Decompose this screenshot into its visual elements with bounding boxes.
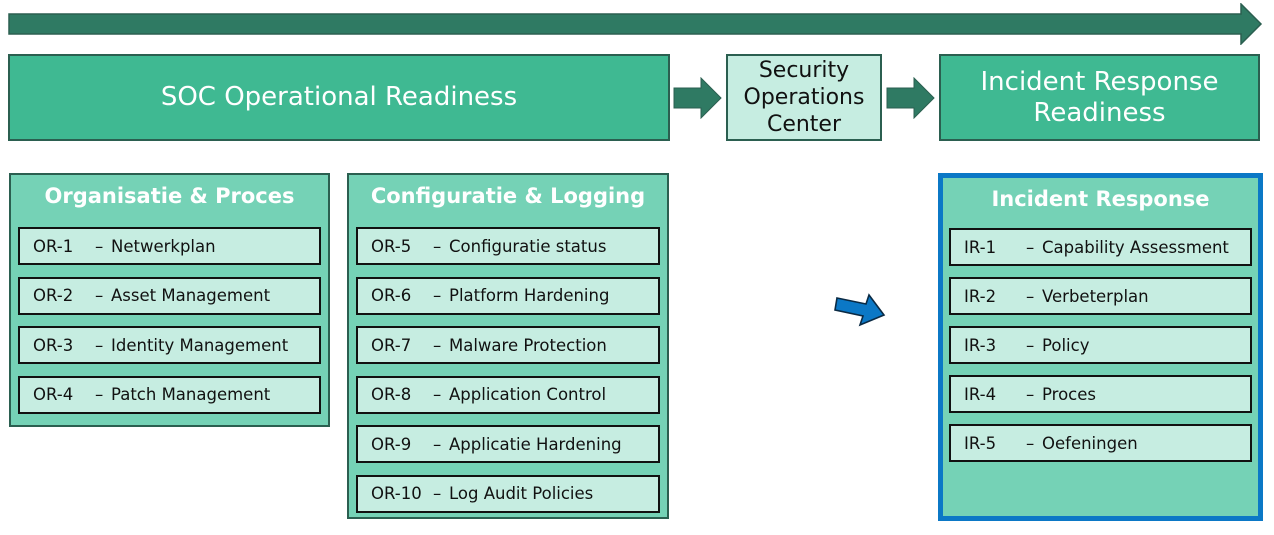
list-item: OR-7 –Malware Protection xyxy=(356,326,660,365)
group-configuratie-logging: Configuratie & Logging OR-5–Configuratie… xyxy=(347,173,669,519)
item-code: OR-2 xyxy=(33,286,74,306)
item-code: IR-5 xyxy=(964,433,997,453)
list-item: IR-5 –Oefeningen xyxy=(949,424,1252,462)
item-separator: – xyxy=(1026,335,1035,355)
item-label: Platform Hardening xyxy=(449,286,610,306)
phase-security-operations-center: Security Operations Center xyxy=(726,54,882,141)
phase-soc-operational-readiness: SOC Operational Readiness xyxy=(8,54,670,141)
item-label: Asset Management xyxy=(111,286,271,306)
group-incident-response: Incident Response IR-1–Capability Assess… xyxy=(938,173,1263,521)
item-list: OR-5–Configuratie status OR-6–Platform H… xyxy=(356,227,660,525)
item-code: OR-1 xyxy=(33,236,74,256)
phase-label-line: Operations xyxy=(743,85,865,110)
phase-label: SOC Operational Readiness xyxy=(160,82,518,112)
list-item: OR-8 –Application Control xyxy=(356,375,660,414)
item-code: IR-4 xyxy=(964,384,997,404)
item-separator: – xyxy=(95,335,104,355)
phase-label-line: Readiness xyxy=(1033,97,1166,128)
list-item: IR-4 –Proces xyxy=(949,375,1252,413)
item-code: IR-3 xyxy=(964,335,997,355)
item-code: OR-10 xyxy=(371,484,422,504)
group-title: Configuratie & Logging xyxy=(370,184,646,208)
item-label: Applicatie Hardening xyxy=(449,434,622,454)
list-item: IR-3 –Policy xyxy=(949,326,1252,364)
item-label: Oefeningen xyxy=(1042,433,1138,453)
item-label: Patch Management xyxy=(111,385,271,405)
list-item: OR-5 –Configuratie status xyxy=(356,227,660,265)
item-label: Netwerkplan xyxy=(111,236,216,256)
group-title: Organisatie & Proces xyxy=(44,184,295,208)
phase-label-line: Security xyxy=(758,58,850,83)
item-separator: – xyxy=(433,335,442,355)
item-separator: – xyxy=(433,286,442,306)
item-code: OR-7 xyxy=(371,335,412,355)
item-separator: – xyxy=(95,236,104,256)
item-label: Identity Management xyxy=(111,335,289,355)
item-code: OR-8 xyxy=(371,385,412,405)
flow-arrow-icon xyxy=(886,77,935,119)
item-separator: – xyxy=(1026,384,1035,404)
item-list: IR-1–Capability Assessment IR-2–Verbeter… xyxy=(949,228,1252,473)
list-item: IR-2 –Verbeterplan xyxy=(949,277,1252,315)
group-organisatie-proces: Organisatie & Proces OR-1–Netwerkplan OR… xyxy=(9,173,330,427)
item-separator: – xyxy=(433,236,442,256)
item-code: IR-2 xyxy=(964,286,997,306)
item-code: OR-4 xyxy=(33,385,74,405)
item-label: Configuratie status xyxy=(449,236,607,256)
item-label: Verbeterplan xyxy=(1042,286,1149,306)
item-label: Capability Assessment xyxy=(1042,237,1229,257)
item-separator: – xyxy=(433,434,442,454)
flow-arrow-icon xyxy=(673,77,722,119)
blue-right-arrow-icon xyxy=(834,293,886,327)
phase-label-line: Incident Response xyxy=(980,66,1219,97)
list-item: OR-6 –Platform Hardening xyxy=(356,276,660,315)
item-label: Application Control xyxy=(449,385,607,405)
item-label: Proces xyxy=(1042,384,1096,404)
item-separator: – xyxy=(1026,433,1035,453)
phase-incident-response-readiness: Incident Response Readiness xyxy=(939,54,1260,141)
item-separator: – xyxy=(95,385,104,405)
item-separator: – xyxy=(433,385,442,405)
item-code: OR-6 xyxy=(371,286,412,306)
item-code: OR-5 xyxy=(371,236,412,256)
item-separator: – xyxy=(1026,286,1035,306)
timeline-arrow-icon xyxy=(8,3,1263,45)
list-item: OR-3 –Identity Management xyxy=(18,326,321,365)
item-separator: – xyxy=(433,484,442,504)
list-item: OR-2 –Asset Management xyxy=(18,276,321,315)
item-list: OR-1–Netwerkplan OR-2–Asset Management O… xyxy=(18,227,321,425)
item-label: Log Audit Policies xyxy=(449,484,594,504)
item-code: OR-9 xyxy=(371,434,412,454)
list-item: OR-1 –Netwerkplan xyxy=(18,227,321,265)
list-item: OR-10–Log Audit Policies xyxy=(356,474,660,513)
item-label: Malware Protection xyxy=(449,335,607,355)
group-title: Incident Response xyxy=(991,187,1210,211)
list-item: OR-9 –Applicatie Hardening xyxy=(356,425,660,464)
item-separator: – xyxy=(1026,237,1035,257)
item-code: IR-1 xyxy=(964,237,997,257)
item-separator: – xyxy=(95,286,104,306)
item-label: Policy xyxy=(1042,335,1090,355)
list-item: IR-1 –Capability Assessment xyxy=(949,228,1252,266)
phase-label-line: Center xyxy=(766,112,842,137)
list-item: OR-4 –Patch Management xyxy=(18,375,321,414)
item-code: OR-3 xyxy=(33,335,74,355)
